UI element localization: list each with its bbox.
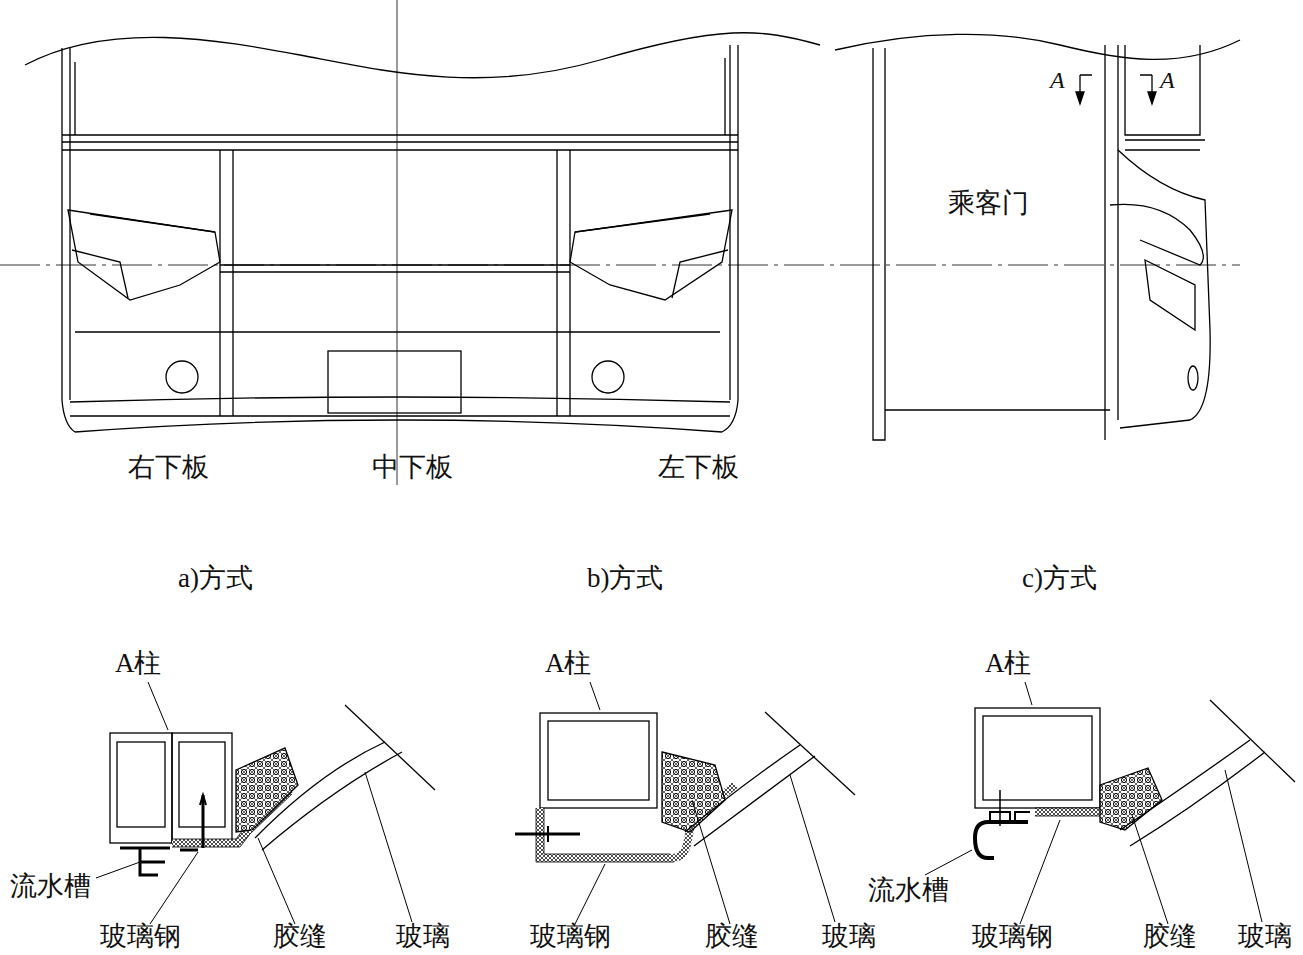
part-label: 右下板 xyxy=(128,452,209,482)
part-label: 左下板 xyxy=(658,452,739,482)
part-label: 流水槽 xyxy=(10,871,91,901)
part-label: A柱 xyxy=(115,648,162,678)
section-mark: A xyxy=(1050,65,1065,95)
part-label: 玻璃 xyxy=(822,921,876,951)
part-label: 玻璃钢 xyxy=(100,921,181,951)
part-label: 玻璃钢 xyxy=(972,921,1053,951)
part-label: 玻璃 xyxy=(396,921,450,951)
option-caption: a)方式 xyxy=(178,563,253,593)
front-view xyxy=(0,0,1240,485)
part-label: 胶缝 xyxy=(273,921,327,951)
part-label: A柱 xyxy=(545,648,592,678)
side-view xyxy=(835,34,1240,440)
section-mark: A xyxy=(1160,65,1175,95)
part-label: 玻璃钢 xyxy=(530,921,611,951)
part-label: 胶缝 xyxy=(1143,921,1197,951)
option-caption: b)方式 xyxy=(587,563,664,593)
section-c xyxy=(975,700,1295,858)
part-label: 流水槽 xyxy=(868,875,949,905)
section-a xyxy=(110,705,435,875)
part-label: 中下板 xyxy=(372,452,453,482)
part-label: 玻璃 xyxy=(1238,921,1292,951)
option-caption: c)方式 xyxy=(1022,563,1097,593)
part-label: A柱 xyxy=(985,648,1032,678)
part-label: 乘客门 xyxy=(948,188,1029,218)
part-label: 胶缝 xyxy=(705,921,759,951)
section-b xyxy=(515,712,855,862)
leader-lines xyxy=(96,682,1262,924)
